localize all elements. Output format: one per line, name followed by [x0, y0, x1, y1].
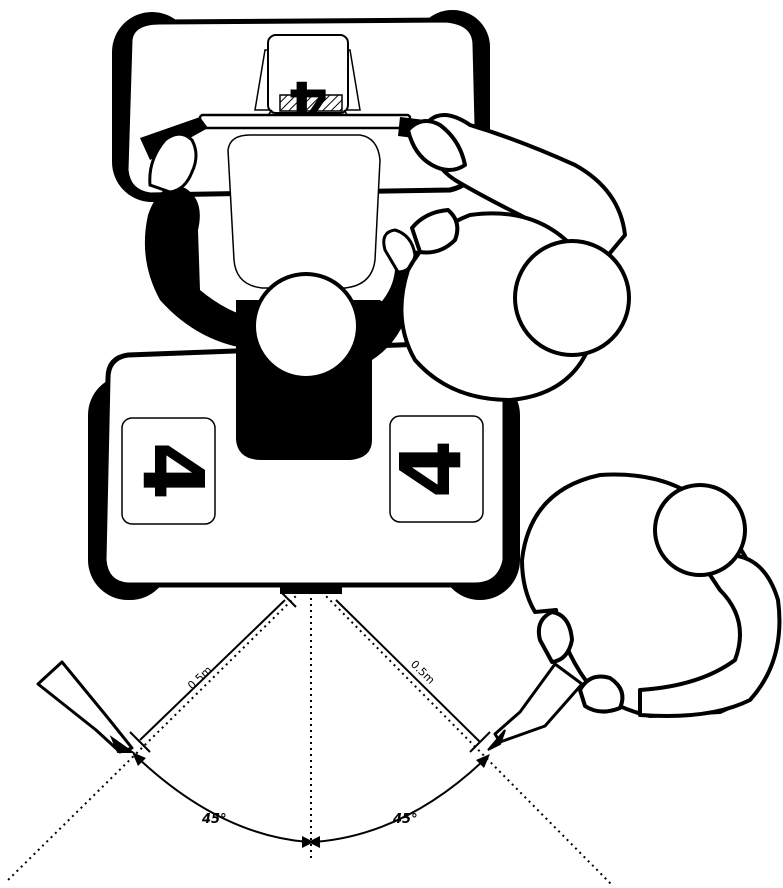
rear-right-number-panel — [389, 415, 484, 523]
driver-helmet — [252, 272, 360, 380]
left-guide-line — [7, 591, 301, 881]
angle-arc — [137, 757, 485, 843]
extinguisher-left-nozzle — [109, 735, 136, 753]
extinguisher-right-nozzle — [487, 729, 506, 751]
steering-wheel — [198, 113, 412, 130]
guide-lines — [7, 591, 613, 886]
helper-person-upper — [399, 113, 631, 402]
rear-left-number: 4 — [124, 442, 222, 500]
rear-right-number: 4 — [382, 440, 480, 498]
angle-label-right: 45° — [392, 812, 418, 827]
angle-label-left: 45° — [201, 812, 227, 827]
distance-label-left: 0.5m — [185, 663, 215, 692]
extinguisher-left — [36, 660, 136, 754]
angle-arrowheads — [132, 752, 490, 848]
helper-upper-head — [513, 239, 631, 357]
right-guide-line — [321, 591, 613, 886]
marshal-head — [653, 483, 747, 577]
helper-upper-hand-top — [406, 119, 467, 172]
marshal-arm — [638, 553, 782, 718]
rear-bumper — [280, 584, 342, 594]
dimension-left — [129, 592, 297, 753]
rear-left-number-panel — [121, 417, 216, 525]
kart: 4 4 4 — [88, 10, 520, 600]
marshal-person — [520, 472, 782, 718]
helper-upper-arm-top — [428, 113, 627, 267]
seat — [227, 134, 381, 289]
dimension-right — [335, 599, 491, 753]
marshal-hand-right — [578, 674, 625, 714]
extinguisher-right — [487, 662, 584, 751]
helper-upper-hand-mid — [410, 208, 460, 255]
driver-left-hand — [148, 132, 198, 194]
marshal-hand-left — [536, 610, 574, 664]
driver-left-arm — [144, 186, 262, 350]
